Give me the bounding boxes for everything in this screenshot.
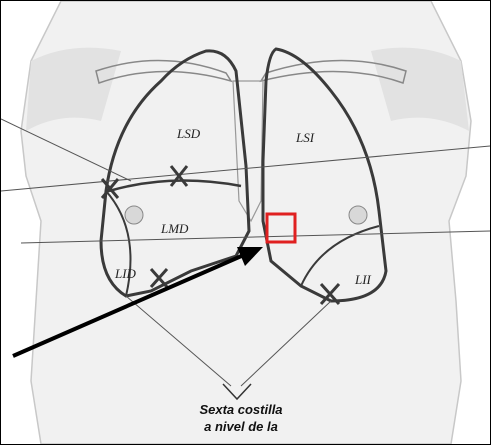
label-lsd: LSD (177, 127, 200, 140)
label-lmd: LMD (161, 222, 188, 235)
label-lid: LID (115, 267, 136, 280)
caption: Sexta costilla a nivel de la (141, 401, 341, 435)
right-nipple (125, 206, 143, 224)
left-nipple (349, 206, 367, 224)
caption-line-1: Sexta costilla (141, 401, 341, 418)
label-lsi: LSI (296, 131, 314, 144)
caption-line-2: a nivel de la (141, 418, 341, 435)
label-lii: LII (355, 273, 371, 286)
